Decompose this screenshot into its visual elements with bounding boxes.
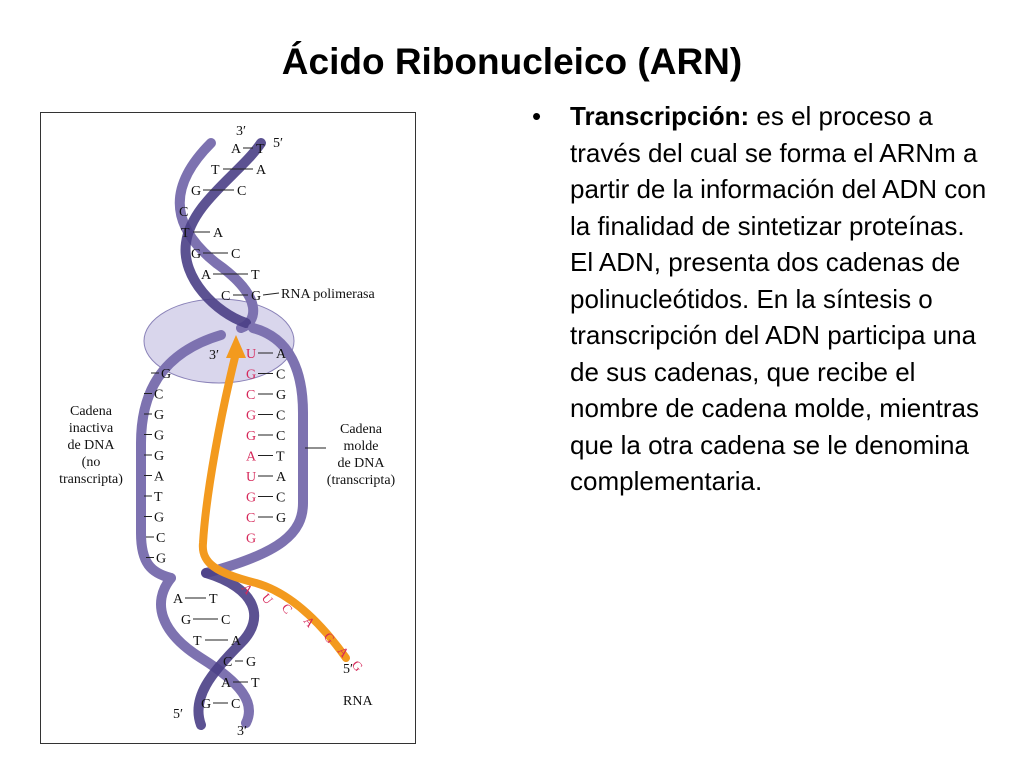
- bottom-pair-left-base: G: [201, 697, 211, 712]
- rna-tail-base: C: [279, 600, 296, 616]
- rna-base-in-bubble: G: [246, 429, 256, 444]
- inactive-strand-label-line: inactiva: [69, 421, 114, 436]
- end-label-rna-5: 5′: [343, 662, 353, 677]
- top-helix-strand-a: [174, 138, 259, 333]
- end-label-top-5: 5′: [273, 136, 283, 151]
- top-pair-left-base: A: [231, 142, 242, 157]
- template-strand-base: T: [276, 450, 285, 465]
- inactive-strand-base: G: [156, 552, 166, 567]
- top-pair-left-base: T: [211, 163, 220, 178]
- bottom-pair-left-base: C: [223, 655, 232, 670]
- bottom-helix-strand-b: [193, 568, 260, 730]
- bullet-term: Transcripción:: [570, 101, 750, 131]
- template-strand-label-line: Cadena: [340, 422, 383, 437]
- rna-polymerase-leader: [262, 292, 280, 296]
- inactive-strand-base: G: [154, 511, 164, 526]
- template-strand-label-line: de DNA: [337, 456, 385, 471]
- bullet-dot-icon: •: [532, 101, 542, 131]
- top-pair-left-base: C: [179, 205, 188, 220]
- inactive-strand-label-line: Cadena: [70, 404, 113, 419]
- inactive-strand-base: C: [156, 531, 165, 546]
- top-pair-right-base: A: [256, 163, 267, 178]
- top-pair-right-base: C: [237, 184, 246, 199]
- rna-polymerase-bubble: [143, 298, 295, 384]
- template-strand-base: C: [276, 409, 285, 424]
- rna-base-in-bubble: U: [246, 347, 256, 362]
- bottom-pair-right-base: T: [251, 676, 260, 691]
- top-pair-right-base: T: [256, 142, 265, 157]
- inactive-strand-base: G: [154, 429, 164, 444]
- inactive-strand-base: G: [154, 408, 164, 423]
- top-pair-right-base: T: [251, 268, 260, 283]
- rna-base-in-bubble: C: [246, 511, 255, 526]
- template-strand-base: A: [276, 347, 287, 362]
- bottom-pair-right-base: G: [246, 655, 256, 670]
- bullet-list: • Transcripción: es el proceso a través …: [530, 98, 990, 500]
- top-pair-left-base: G: [191, 247, 201, 262]
- rna-label: RNA: [343, 694, 373, 709]
- inactive-strand-label-line: de DNA: [67, 438, 115, 453]
- inactive-strand-base: C: [154, 388, 163, 403]
- rna-base-in-bubble: C: [246, 388, 255, 403]
- top-pair-right-base: C: [231, 247, 240, 262]
- inactive-strand-base: G: [161, 367, 171, 382]
- rna-base-in-bubble: G: [246, 409, 256, 424]
- top-pair-left-base: T: [181, 226, 190, 241]
- template-strand-base: G: [276, 388, 286, 403]
- inactive-strand-base: A: [154, 470, 165, 485]
- bottom-pair-right-base: A: [231, 634, 242, 649]
- template-strand-base: A: [276, 470, 287, 485]
- bullet-text: es el proceso a través del cual se forma…: [570, 101, 987, 496]
- top-pair-right-base: G: [251, 289, 261, 304]
- rna-base-in-bubble: G: [246, 532, 256, 547]
- rna-arrowhead: [226, 335, 246, 358]
- end-label-mid-3: 3′: [209, 348, 219, 363]
- top-pair-right-base: A: [213, 226, 224, 241]
- end-label-bottom-3: 3′: [237, 724, 247, 739]
- top-pair-left-base: C: [221, 289, 230, 304]
- slide-title: Ácido Ribonucleico (ARN): [281, 41, 743, 82]
- top-pair-left-base: A: [201, 268, 212, 283]
- template-strand-base: G: [276, 511, 286, 526]
- rna-base-in-bubble: G: [246, 368, 256, 383]
- top-pair-left-base: G: [191, 184, 201, 199]
- template-strand-label-line: molde: [344, 439, 379, 454]
- bottom-pair-left-base: T: [193, 634, 202, 649]
- inactive-strand-label-line: transcripta): [59, 472, 123, 487]
- template-strand-label-line: (transcripta): [327, 473, 396, 488]
- inactive-strand-base: G: [154, 449, 164, 464]
- template-strand-base: C: [276, 368, 285, 383]
- rna-tail-base: A: [301, 613, 319, 630]
- bullet-item-transcripcion: • Transcripción: es el proceso a través …: [530, 98, 990, 500]
- rna-base-in-bubble: G: [246, 491, 256, 506]
- top-helix-strand-b: [180, 138, 266, 328]
- bottom-pair-left-base: A: [173, 592, 184, 607]
- bottom-pair-right-base: T: [209, 592, 218, 607]
- end-label-bottom-5: 5′: [173, 707, 183, 722]
- inactive-dna-strand: [136, 330, 226, 583]
- bottom-pair-right-base: C: [231, 697, 240, 712]
- end-label-top-3: 3′: [236, 124, 246, 139]
- inactive-strand-base: T: [154, 490, 163, 505]
- inactive-strand-label-line: (no: [82, 455, 101, 470]
- bottom-pair-left-base: G: [181, 613, 191, 628]
- template-dna-strand: [201, 323, 308, 578]
- rna-strand: [198, 349, 350, 662]
- rna-base-in-bubble: U: [246, 470, 256, 485]
- bottom-helix-strand-a: [156, 573, 254, 728]
- rna-base-in-bubble: A: [246, 450, 257, 465]
- template-strand-base: C: [276, 491, 285, 506]
- rna-polymerase-label: RNA polimerasa: [281, 287, 375, 302]
- bottom-pair-right-base: C: [221, 613, 230, 628]
- bottom-pair-left-base: A: [221, 676, 232, 691]
- template-strand-base: C: [276, 429, 285, 444]
